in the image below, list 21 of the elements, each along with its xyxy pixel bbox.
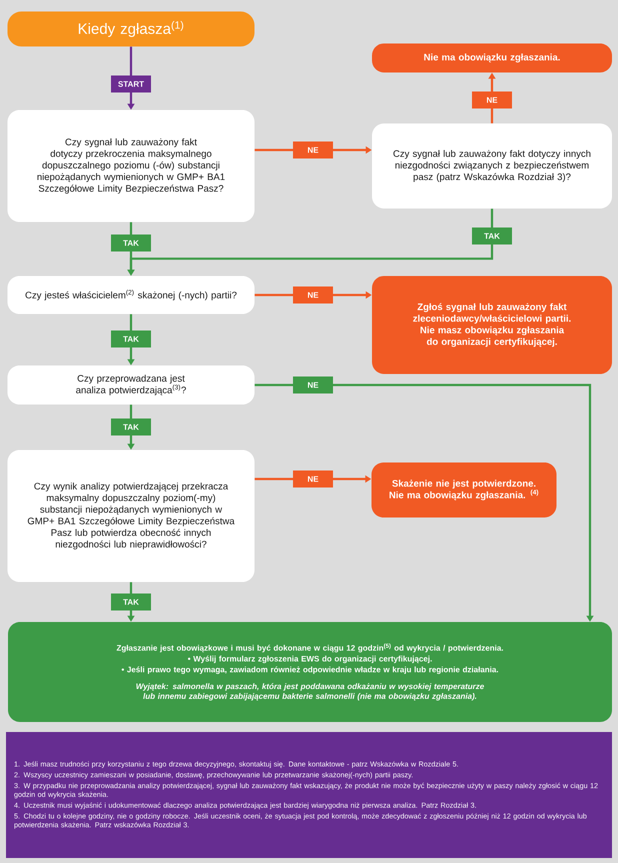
edge-label: TAK xyxy=(111,234,151,252)
edge-label: NE xyxy=(293,470,333,488)
decision-box: Czy sygnał lub zauważony fakt dotyczy innych niezgodności związanych z bezpieczeństwem pasz (patrz Wskazówka Rozdział 3)? xyxy=(372,124,612,208)
edge-label: TAK xyxy=(111,418,151,436)
edge-label: TAK xyxy=(111,594,151,610)
decision-box: Czy przeprowadzana jest analiza potwierdzająca$^{(3)}$? xyxy=(8,366,254,404)
decision-box: Czy wynik analizy potwierdzającej przekracza maksymalny dopuszczalny poziom(-my) substancji niepożądanych wymienionych w GMP+ BA1 Szczegółowe Limity Bezpieczeństwa Pasz lub potwierdza obecność innych niezgodności lub nieprawidłowości? xyxy=(8,450,254,582)
edge-label: NE xyxy=(472,92,512,108)
edge-label: TAK xyxy=(472,228,512,244)
edge-label: NE xyxy=(293,286,333,304)
decision-box: Czy sygnał lub zauważony fakt dotyczy przekroczenia maksymalnego dopuszczalnego poziomu (-ów) substancji niepożądanych wymienionych w GMP+ BA1 Szczegółowe Limity Bezpieczeństwa Pasz? xyxy=(8,110,254,222)
reporting-box: Zgłaszanie jest obowiązkowe i musi być dokonane w ciągu 12 godzin$^{(5)}$ od wykrycia / potwierdzenia. • Wyślij formularz zgłoszenia EWS do organizacji certyfikującej. • Jeśli prawo tego wymaga, zawiadom również odpowiednie władze w kraju lub regionie działania. Wyjątek: salmonella w paszach, która jest poddawana odkażaniu w wysokiej temperaturze lub innemu zabiegowi zabijającemu bakterie salmonelli (nie ma obowiązku zgłaszania). xyxy=(8,622,612,722)
decision-box: Czy jesteś właścicielem$^{(2)}$ skażonej (-nych) partii? xyxy=(8,276,254,314)
edge-label: START xyxy=(111,76,151,92)
edge-label: NE xyxy=(293,142,333,158)
outcome-box: Skażenie nie jest potwierdzone. Nie ma obowiązku zgłaszania. $^{(4)}$ xyxy=(372,462,556,518)
outcome-box: Nie ma obowiązku zgłaszania. xyxy=(372,44,612,72)
outcome-box: Zgłoś sygnał lub zauważony fakt zleceniodawcy/właścicielowi partii. Nie masz obowiązku zgłaszania do organizacji certyfikującej. xyxy=(372,276,612,374)
edge-label: TAK xyxy=(111,330,151,348)
edge-label: NE xyxy=(293,376,333,394)
title-banner: Kiedy zgłasza$^{(1)}$ xyxy=(8,12,254,46)
